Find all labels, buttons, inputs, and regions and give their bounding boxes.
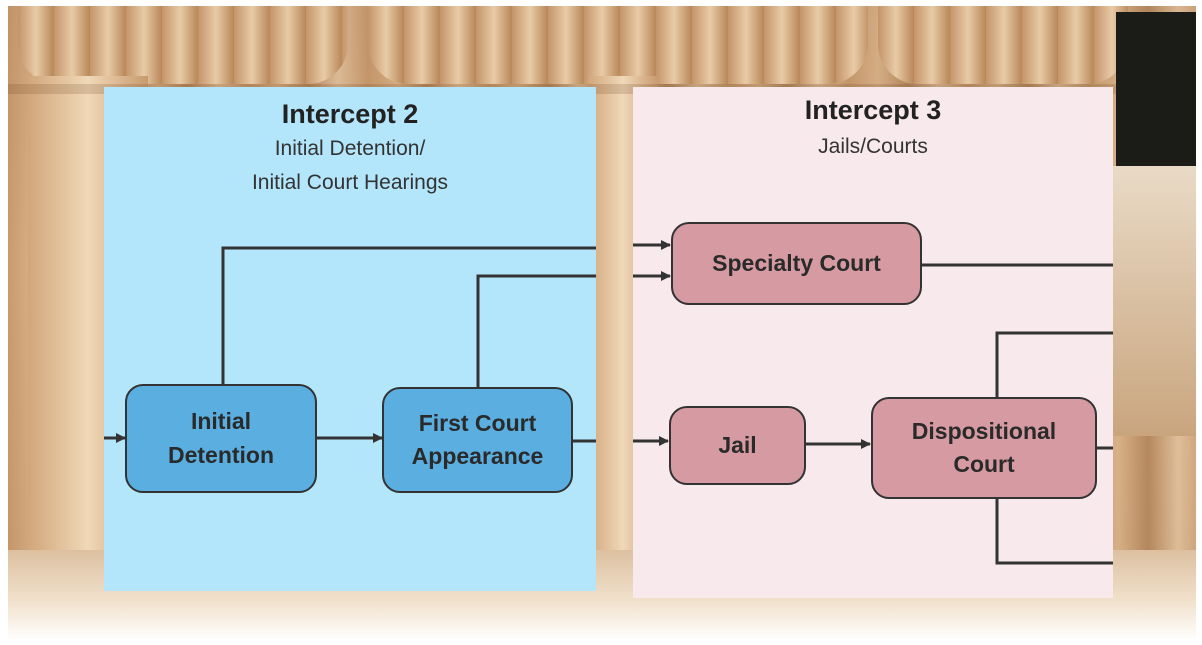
dispositional-lower-exit-line xyxy=(997,499,1113,563)
first-court-appearance-node: First Court Appearance xyxy=(382,387,573,493)
first-court-appearance-label-line1: First Court xyxy=(412,407,544,440)
specialty-court-label: Specialty Court xyxy=(712,247,881,280)
first-court-appearance-label-line2: Appearance xyxy=(412,440,544,473)
dispositional-court-node: Dispositional Court xyxy=(871,397,1097,499)
dispositional-court-label-line2: Court xyxy=(912,448,1056,481)
jail-label: Jail xyxy=(718,429,756,462)
initial-detention-label-line1: Initial xyxy=(168,405,274,438)
appearance-to-specialty-connector xyxy=(478,276,596,387)
initial-detention-label-line2: Detention xyxy=(168,439,274,472)
dispositional-court-label-line1: Dispositional xyxy=(912,415,1056,448)
detention-to-specialty-connector xyxy=(223,248,596,384)
jail-node: Jail xyxy=(669,406,806,485)
initial-detention-node: Initial Detention xyxy=(125,384,317,493)
specialty-court-node: Specialty Court xyxy=(671,222,922,305)
dispositional-upper-exit-line xyxy=(997,333,1113,397)
